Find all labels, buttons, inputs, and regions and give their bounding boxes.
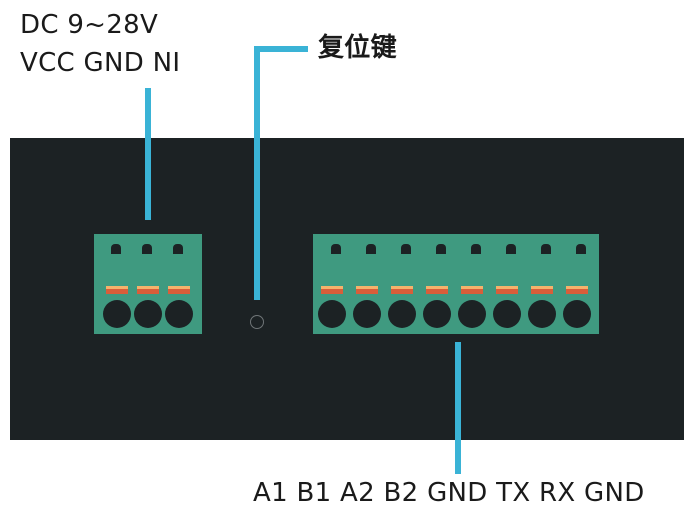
power-terminal-block (94, 234, 202, 334)
wire-hole[interactable] (563, 300, 591, 328)
terminal-slot (401, 244, 411, 254)
terminal-slot (576, 244, 586, 254)
terminal-slot (541, 244, 551, 254)
reset-button[interactable] (250, 315, 264, 329)
release-tab[interactable] (137, 286, 159, 294)
release-tab[interactable] (531, 286, 553, 294)
wire-hole[interactable] (353, 300, 381, 328)
wire-hole[interactable] (318, 300, 346, 328)
release-tab[interactable] (356, 286, 378, 294)
wire-hole[interactable] (388, 300, 416, 328)
release-tab[interactable] (168, 286, 190, 294)
release-tab[interactable] (321, 286, 343, 294)
io-leader-line (455, 342, 461, 474)
reset-leader-line-horizontal (254, 46, 308, 52)
terminal-slot (331, 244, 341, 254)
release-tab[interactable] (461, 286, 483, 294)
release-tab[interactable] (426, 286, 448, 294)
reset-leader-line-vertical (254, 46, 260, 300)
wire-hole[interactable] (134, 300, 162, 328)
release-tab[interactable] (496, 286, 518, 294)
power-label-line2: VCC GND NI (20, 48, 181, 78)
terminal-slot (173, 244, 183, 254)
wire-hole[interactable] (103, 300, 131, 328)
wire-hole[interactable] (423, 300, 451, 328)
terminal-slot (366, 244, 376, 254)
terminal-slot (142, 244, 152, 254)
io-terminal-block (313, 234, 599, 334)
wire-hole[interactable] (493, 300, 521, 328)
power-label-line1: DC 9~28V (20, 10, 159, 40)
terminal-slot (111, 244, 121, 254)
terminal-slot (471, 244, 481, 254)
terminal-slot (436, 244, 446, 254)
release-tab[interactable] (391, 286, 413, 294)
io-label: A1 B1 A2 B2 GND TX RX GND (253, 478, 645, 508)
power-leader-line (145, 88, 151, 220)
release-tab[interactable] (566, 286, 588, 294)
terminal-slot (506, 244, 516, 254)
reset-button-label: 复位键 (318, 33, 397, 63)
wire-hole[interactable] (165, 300, 193, 328)
wire-hole[interactable] (528, 300, 556, 328)
wire-hole[interactable] (458, 300, 486, 328)
release-tab[interactable] (106, 286, 128, 294)
